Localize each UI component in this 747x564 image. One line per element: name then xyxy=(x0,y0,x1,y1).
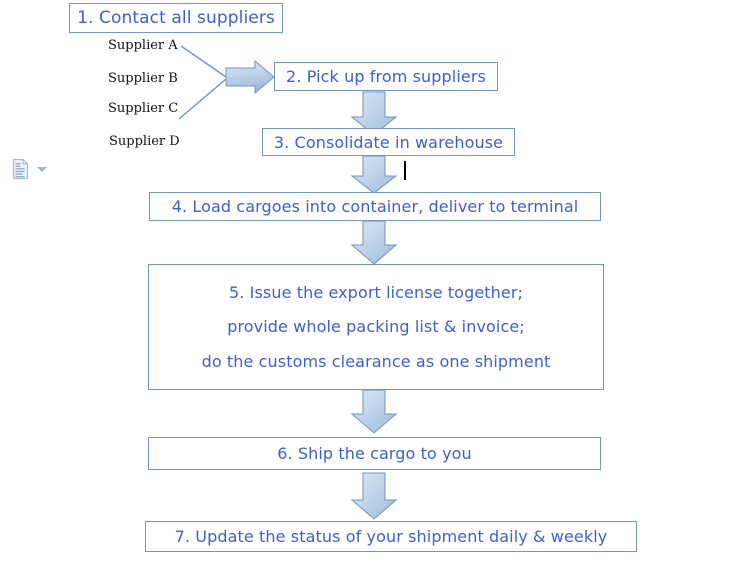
arrow-step-6-to-step-7 xyxy=(350,472,398,520)
step-1-label: 1. Contact all suppliers xyxy=(77,8,275,28)
step-1-box[interactable]: 1. Contact all suppliers xyxy=(69,3,283,33)
connector-supplier-a xyxy=(180,45,227,78)
step-7-box[interactable]: 7. Update the status of your shipment da… xyxy=(145,521,637,552)
step-5-line-1: 5. Issue the export license together; xyxy=(229,282,523,302)
arrow-step-5-to-step-6 xyxy=(350,389,398,434)
step-2-label: 2. Pick up from suppliers xyxy=(286,67,486,86)
step-5-line-3: do the customs clearance as one shipment xyxy=(201,351,551,371)
connector-supplier-c xyxy=(178,78,227,120)
paste-options-smart-tag[interactable] xyxy=(12,158,47,180)
arrow-step-3-to-step-4 xyxy=(350,155,398,194)
supplier-d-label: Supplier D xyxy=(109,134,180,149)
step-5-line-2: provide whole packing list & invoice; xyxy=(227,317,525,337)
step-4-label: 4. Load cargoes into container, deliver … xyxy=(171,197,579,216)
step-4-box[interactable]: 4. Load cargoes into container, deliver … xyxy=(149,192,601,221)
step-6-label: 6. Ship the cargo to you xyxy=(277,444,472,463)
step-3-label: 3. Consolidate in warehouse xyxy=(273,132,504,152)
step-3-box[interactable]: 3. Consolidate in warehouse xyxy=(262,128,515,156)
step-7-label: 7. Update the status of your shipment da… xyxy=(174,527,608,546)
supplier-a-label: Supplier A xyxy=(108,38,178,53)
paste-options-icon[interactable] xyxy=(12,158,30,180)
step-2-box[interactable]: 2. Pick up from suppliers xyxy=(274,62,498,91)
supplier-b-label: Supplier B xyxy=(108,71,178,86)
arrow-step-4-to-step-5 xyxy=(350,220,398,265)
step-6-box[interactable]: 6. Ship the cargo to you xyxy=(148,437,601,470)
arrow-suppliers-to-step-2 xyxy=(225,59,275,95)
chevron-down-icon[interactable] xyxy=(37,166,47,172)
supplier-c-label: Supplier C xyxy=(108,101,179,116)
step-5-box[interactable]: 5. Issue the export license together; pr… xyxy=(148,264,604,390)
text-cursor-caret xyxy=(404,161,406,180)
